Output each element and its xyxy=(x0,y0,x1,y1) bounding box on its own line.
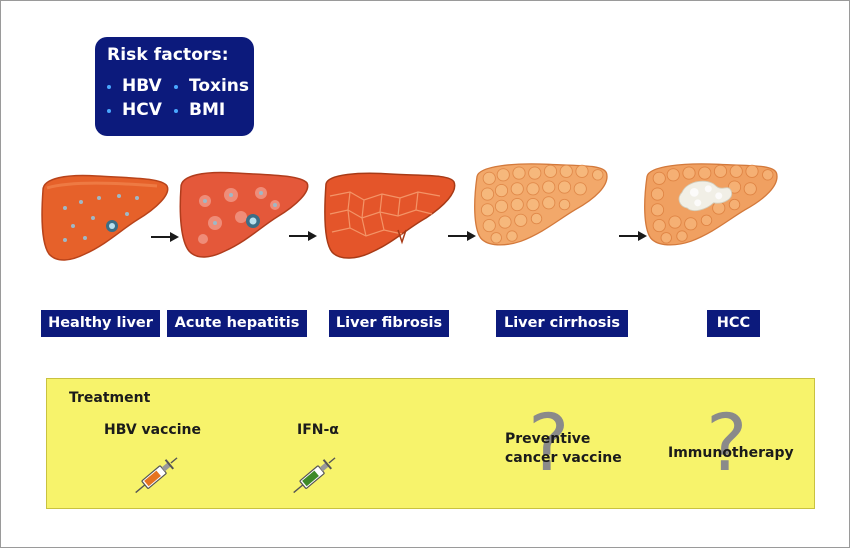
acute-hepatitis-liver-illustration xyxy=(179,171,309,258)
label-line: Preventive xyxy=(505,431,591,447)
risk-factors-box: Risk factors: HBV Toxins HCV BMI xyxy=(95,37,254,136)
treatment-hbv-vaccine-label: HBV vaccine xyxy=(104,422,201,438)
question-mark-icon: ? xyxy=(706,399,748,489)
risk-factor-label: BMI xyxy=(189,100,226,120)
risk-factor-item: Toxins xyxy=(174,77,252,96)
risk-factor-label: Toxins xyxy=(189,76,250,96)
stage-label-healthy-liver: Healthy liver xyxy=(41,310,160,337)
arrow-icon xyxy=(448,231,476,241)
bullet-icon xyxy=(107,108,111,113)
bullet-icon xyxy=(174,108,178,113)
risk-factor-item: BMI xyxy=(174,101,252,120)
syringe-icon xyxy=(293,457,336,494)
liver-fibrosis-illustration xyxy=(324,172,456,259)
stage-label-liver-fibrosis: Liver fibrosis xyxy=(329,310,449,337)
question-mark-icon: ? xyxy=(528,399,570,489)
arrow-icon xyxy=(289,231,317,241)
risk-factor-item: HBV xyxy=(107,77,174,96)
label-line: cancer vaccine xyxy=(505,450,622,466)
hcc-liver-illustration xyxy=(644,163,778,246)
stage-label-hcc: HCC xyxy=(707,310,760,337)
stage-label-acute-hepatitis: Acute hepatitis xyxy=(167,310,307,337)
treatment-ifn-alpha-label: IFN-α xyxy=(297,422,339,438)
risk-factors-list: HBV Toxins HCV BMI xyxy=(107,77,252,120)
risk-factor-label: HCV xyxy=(122,100,162,120)
risk-factors-title: Risk factors: xyxy=(107,45,229,65)
syringe-icon xyxy=(135,457,178,494)
arrow-icon xyxy=(619,231,647,241)
healthy-liver-illustration xyxy=(41,174,169,261)
risk-factor-item: HCV xyxy=(107,101,174,120)
treatment-immunotherapy-label: Immunotherapy xyxy=(668,445,794,461)
liver-cirrhosis-illustration xyxy=(474,163,608,246)
treatment-title: Treatment xyxy=(69,390,151,406)
risk-factor-label: HBV xyxy=(122,76,162,96)
bullet-icon xyxy=(107,84,111,89)
stage-label-liver-cirrhosis: Liver cirrhosis xyxy=(496,310,628,337)
treatment-preventive-cancer-vaccine-label: Preventive cancer vaccine xyxy=(505,430,622,468)
arrow-icon xyxy=(151,232,179,242)
bullet-icon xyxy=(174,84,178,89)
treatment-box: Treatment xyxy=(46,378,815,509)
